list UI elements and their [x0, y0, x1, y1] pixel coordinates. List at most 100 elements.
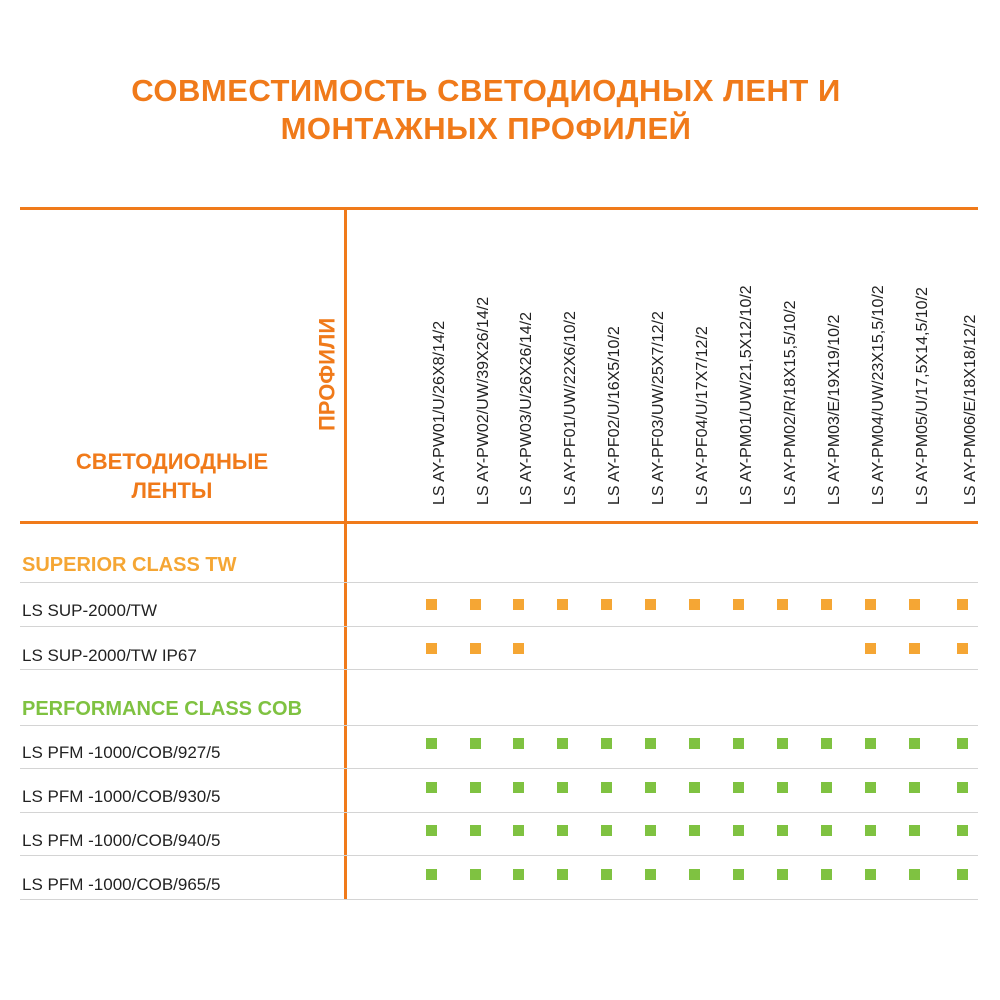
compatibility-mark	[557, 738, 568, 749]
strips-header-line-1: СВЕТОДИОДНЫЕ	[75, 449, 269, 474]
compatibility-mark	[426, 643, 437, 654]
compatibility-mark	[513, 782, 524, 793]
column-header: LS AY-PW01/U/26X8/14/2	[431, 320, 448, 505]
column-header: LS AY-PF02/U/16X5/10/2	[606, 326, 623, 505]
row-divider	[20, 899, 978, 900]
compatibility-mark	[777, 869, 788, 880]
row-divider	[20, 768, 978, 769]
strips-header: СВЕТОДИОДНЫЕ ЛЕНТЫ	[22, 447, 322, 505]
compatibility-mark	[733, 869, 744, 880]
column-header: LS AY-PM02/R/18X15,5/10/2	[782, 300, 799, 505]
compatibility-mark	[689, 738, 700, 749]
row-divider	[20, 582, 978, 583]
column-header: LS AY-PM06/E/18X18/12/2	[962, 314, 979, 505]
compatibility-mark	[957, 643, 968, 654]
compatibility-mark	[865, 782, 876, 793]
compatibility-mark	[513, 825, 524, 836]
compatibility-mark	[865, 825, 876, 836]
compatibility-mark	[426, 738, 437, 749]
compatibility-mark	[601, 869, 612, 880]
header-top-line	[20, 207, 978, 210]
title-line-1: СОВМЕСТИМОСТЬ СВЕТОДИОДНЫХ ЛЕНТ И	[131, 73, 841, 108]
compatibility-mark	[513, 643, 524, 654]
compatibility-mark	[689, 782, 700, 793]
profiles-header: ПРОФИЛИ	[314, 317, 340, 431]
page-title: СОВМЕСТИМОСТЬ СВЕТОДИОДНЫХ ЛЕНТ И МОНТАЖ…	[0, 72, 972, 148]
compatibility-mark	[470, 825, 481, 836]
compatibility-mark	[689, 825, 700, 836]
column-header: LS AY-PF04/U/17X7/12/2	[694, 326, 711, 505]
compatibility-mark	[821, 738, 832, 749]
compatibility-mark	[470, 782, 481, 793]
compatibility-mark	[957, 869, 968, 880]
compatibility-mark	[513, 599, 524, 610]
compatibility-mark	[557, 782, 568, 793]
section-label: SUPERIOR CLASS TW	[22, 554, 237, 576]
compatibility-mark	[426, 782, 437, 793]
section-label: PERFORMANCE CLASS COB	[22, 698, 303, 720]
compatibility-mark	[426, 599, 437, 610]
column-header: LS AY-PM05/U/17,5X14,5/10/2	[914, 287, 931, 505]
compatibility-mark	[821, 782, 832, 793]
row-divider	[20, 855, 978, 856]
compatibility-mark	[865, 738, 876, 749]
compatibility-mark	[601, 782, 612, 793]
column-header: LS AY-PM04/UW/23X15,5/10/2	[870, 285, 887, 505]
row-divider	[20, 725, 978, 726]
row-label: LS PFM -1000/COB/930/5	[22, 787, 221, 806]
column-header: LS AY-PF03/UW/25X7/12/2	[650, 311, 667, 505]
strips-header-line-2: ЛЕНТЫ	[131, 478, 213, 503]
compatibility-mark	[909, 738, 920, 749]
row-label: LS PFM -1000/COB/927/5	[22, 743, 221, 762]
compatibility-mark	[601, 825, 612, 836]
compatibility-mark	[821, 825, 832, 836]
compatibility-mark	[601, 738, 612, 749]
compatibility-mark	[821, 869, 832, 880]
compatibility-mark	[777, 599, 788, 610]
compatibility-mark	[689, 599, 700, 610]
column-header: LS AY-PF01/UW/22X6/10/2	[562, 311, 579, 505]
column-header: LS AY-PM03/E/19X19/10/2	[826, 314, 843, 505]
compatibility-mark	[865, 643, 876, 654]
compatibility-mark	[426, 825, 437, 836]
compatibility-mark	[777, 825, 788, 836]
compatibility-mark	[645, 869, 656, 880]
column-header: LS AY-PW02/UW/39X26/14/2	[475, 296, 492, 505]
compatibility-mark	[777, 738, 788, 749]
row-divider	[20, 812, 978, 813]
compatibility-mark	[909, 643, 920, 654]
compatibility-mark	[470, 643, 481, 654]
compatibility-mark	[426, 869, 437, 880]
row-label: LS SUP-2000/TW IP67	[22, 646, 197, 665]
compatibility-mark	[645, 738, 656, 749]
column-header: LS AY-PM01/UW/21,5X12/10/2	[738, 285, 755, 505]
compatibility-mark	[865, 599, 876, 610]
column-divider	[344, 208, 347, 900]
compatibility-mark	[470, 869, 481, 880]
compatibility-mark	[733, 825, 744, 836]
compatibility-mark	[645, 782, 656, 793]
row-divider	[20, 626, 978, 627]
compatibility-mark	[957, 738, 968, 749]
compatibility-mark	[909, 825, 920, 836]
title-line-2: МОНТАЖНЫХ ПРОФИЛЕЙ	[280, 111, 692, 146]
compatibility-mark	[733, 599, 744, 610]
compatibility-mark	[470, 599, 481, 610]
compatibility-mark	[557, 869, 568, 880]
compatibility-mark	[601, 599, 612, 610]
compatibility-mark	[777, 782, 788, 793]
row-label: LS SUP-2000/TW	[22, 601, 158, 620]
compatibility-mark	[689, 869, 700, 880]
compatibility-mark	[733, 782, 744, 793]
compatibility-mark	[957, 599, 968, 610]
compatibility-mark	[865, 869, 876, 880]
row-divider	[20, 669, 978, 670]
row-label: LS PFM -1000/COB/965/5	[22, 875, 221, 894]
compatibility-mark	[957, 825, 968, 836]
compatibility-mark	[645, 599, 656, 610]
compatibility-mark	[909, 869, 920, 880]
compatibility-mark	[909, 782, 920, 793]
compatibility-mark	[909, 599, 920, 610]
header-bottom-line	[20, 521, 978, 524]
row-label: LS PFM -1000/COB/940/5	[22, 831, 221, 850]
